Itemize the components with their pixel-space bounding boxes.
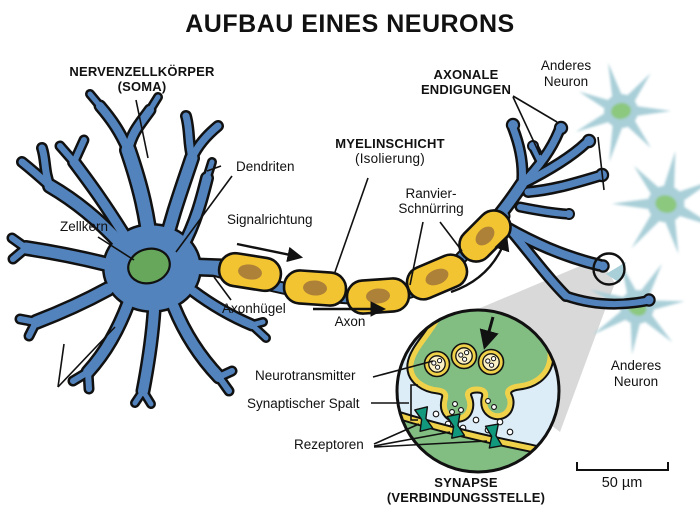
vesicles xyxy=(423,342,505,378)
label-myelin-line2: (Isolierung) xyxy=(355,151,425,166)
receptors-pointer-2 xyxy=(373,431,451,447)
label-ranvier-line1: Ranvier- xyxy=(405,186,457,201)
terminals-pointer-2 xyxy=(512,96,541,156)
myelin-segment xyxy=(345,277,411,315)
label-cell-body-line1: NERVENZELLKÖRPER xyxy=(69,64,215,79)
cleft-bracket xyxy=(410,384,418,421)
magnified-spot xyxy=(592,252,626,286)
label-dendrites-right: Dendriten xyxy=(236,159,295,174)
label-other-neuron-bottom-line1: Anderes xyxy=(610,358,662,373)
axon-hillock-pointer xyxy=(213,276,232,301)
other-neuron-pointer xyxy=(597,136,605,191)
myelin-segment xyxy=(217,251,283,293)
myelin-segment xyxy=(282,269,348,307)
label-other-neuron-top-line2: Neuron xyxy=(543,74,589,89)
label-ranvier-line2: Schnürring xyxy=(398,201,464,216)
pointer-lines xyxy=(57,95,605,448)
dendrites-bottom-pointer-2 xyxy=(57,326,116,388)
axon-terminal-bulbs xyxy=(508,120,654,305)
receptors xyxy=(414,406,503,449)
myelin-pointer xyxy=(334,177,369,273)
signal-direction-arrow xyxy=(236,242,304,263)
label-synapse: SYNAPSE (VERBINDUNGSSTELLE) xyxy=(387,475,545,505)
label-ranvier: Ranvier- Schnürring xyxy=(398,186,463,216)
label-myelin-line1: MYELINSCHICHT xyxy=(335,136,445,151)
label-axon: Axon xyxy=(334,314,366,329)
ranvier-pointer-2 xyxy=(439,221,463,252)
inset-border xyxy=(395,308,561,474)
direction-arrows xyxy=(236,235,510,317)
label-nucleus: Zellkern xyxy=(60,219,109,234)
myelin-segment xyxy=(405,253,469,301)
soma-pointer xyxy=(135,99,149,159)
label-synapse-line2: (VERBINDUNGSSTELLE) xyxy=(386,490,546,505)
label-other-neuron-top-line1: Anderes xyxy=(540,58,592,73)
label-neurotransmitter: Neurotransmitter xyxy=(255,368,356,383)
label-axon-hillock: Axonhügel xyxy=(222,301,286,316)
neuron-body xyxy=(9,91,654,407)
label-myelin: MYELINSCHICHT (Isolierung) xyxy=(335,136,445,166)
dendrites-bottom-pointer-1 xyxy=(57,343,65,388)
scale-bar xyxy=(576,462,669,471)
signal-arrow-inset xyxy=(479,316,499,350)
label-receptors: Rezeptoren xyxy=(294,437,364,452)
label-axon-terminals: AXONALE ENDIGUNGEN xyxy=(421,67,511,97)
label-other-neuron-top: Anderes Neuron xyxy=(541,58,591,90)
label-synapse-line1: SYNAPSE xyxy=(434,475,498,490)
neurotransmitter-pointer xyxy=(372,360,434,378)
label-cell-body-line2: (SOMA) xyxy=(117,79,167,94)
magnifier-circle xyxy=(592,252,626,286)
label-other-neuron-bottom-line2: Neuron xyxy=(613,374,659,389)
terminals-pointer-1 xyxy=(512,95,558,123)
label-other-neuron-bottom: Anderes Neuron xyxy=(611,358,661,390)
label-cell-body: NERVENZELLKÖRPER (SOMA) xyxy=(69,64,214,94)
label-axon-terminals-line1: AXONALE xyxy=(433,67,499,82)
page-title: AUFBAU EINES NEURONS xyxy=(185,10,515,38)
receptors-pointer-3 xyxy=(373,440,488,448)
nucleus xyxy=(127,247,171,285)
myelin-sheath xyxy=(217,209,512,315)
dendrites-pointer-long xyxy=(175,175,233,253)
label-scale: 50 µm xyxy=(601,475,643,491)
label-synaptic-cleft: Synaptischer Spalt xyxy=(247,396,360,411)
label-axon-terminals-line2: ENDIGUNGEN xyxy=(420,82,512,97)
nucleus-pointer xyxy=(97,236,135,261)
terminal-curve-arrow xyxy=(450,235,510,294)
dendrites-pointer-dash xyxy=(206,165,222,172)
label-signal-direction: Signalrichtung xyxy=(227,212,313,227)
receptors-pointer-1 xyxy=(373,423,420,445)
ranvier-pointer-1 xyxy=(409,221,424,286)
